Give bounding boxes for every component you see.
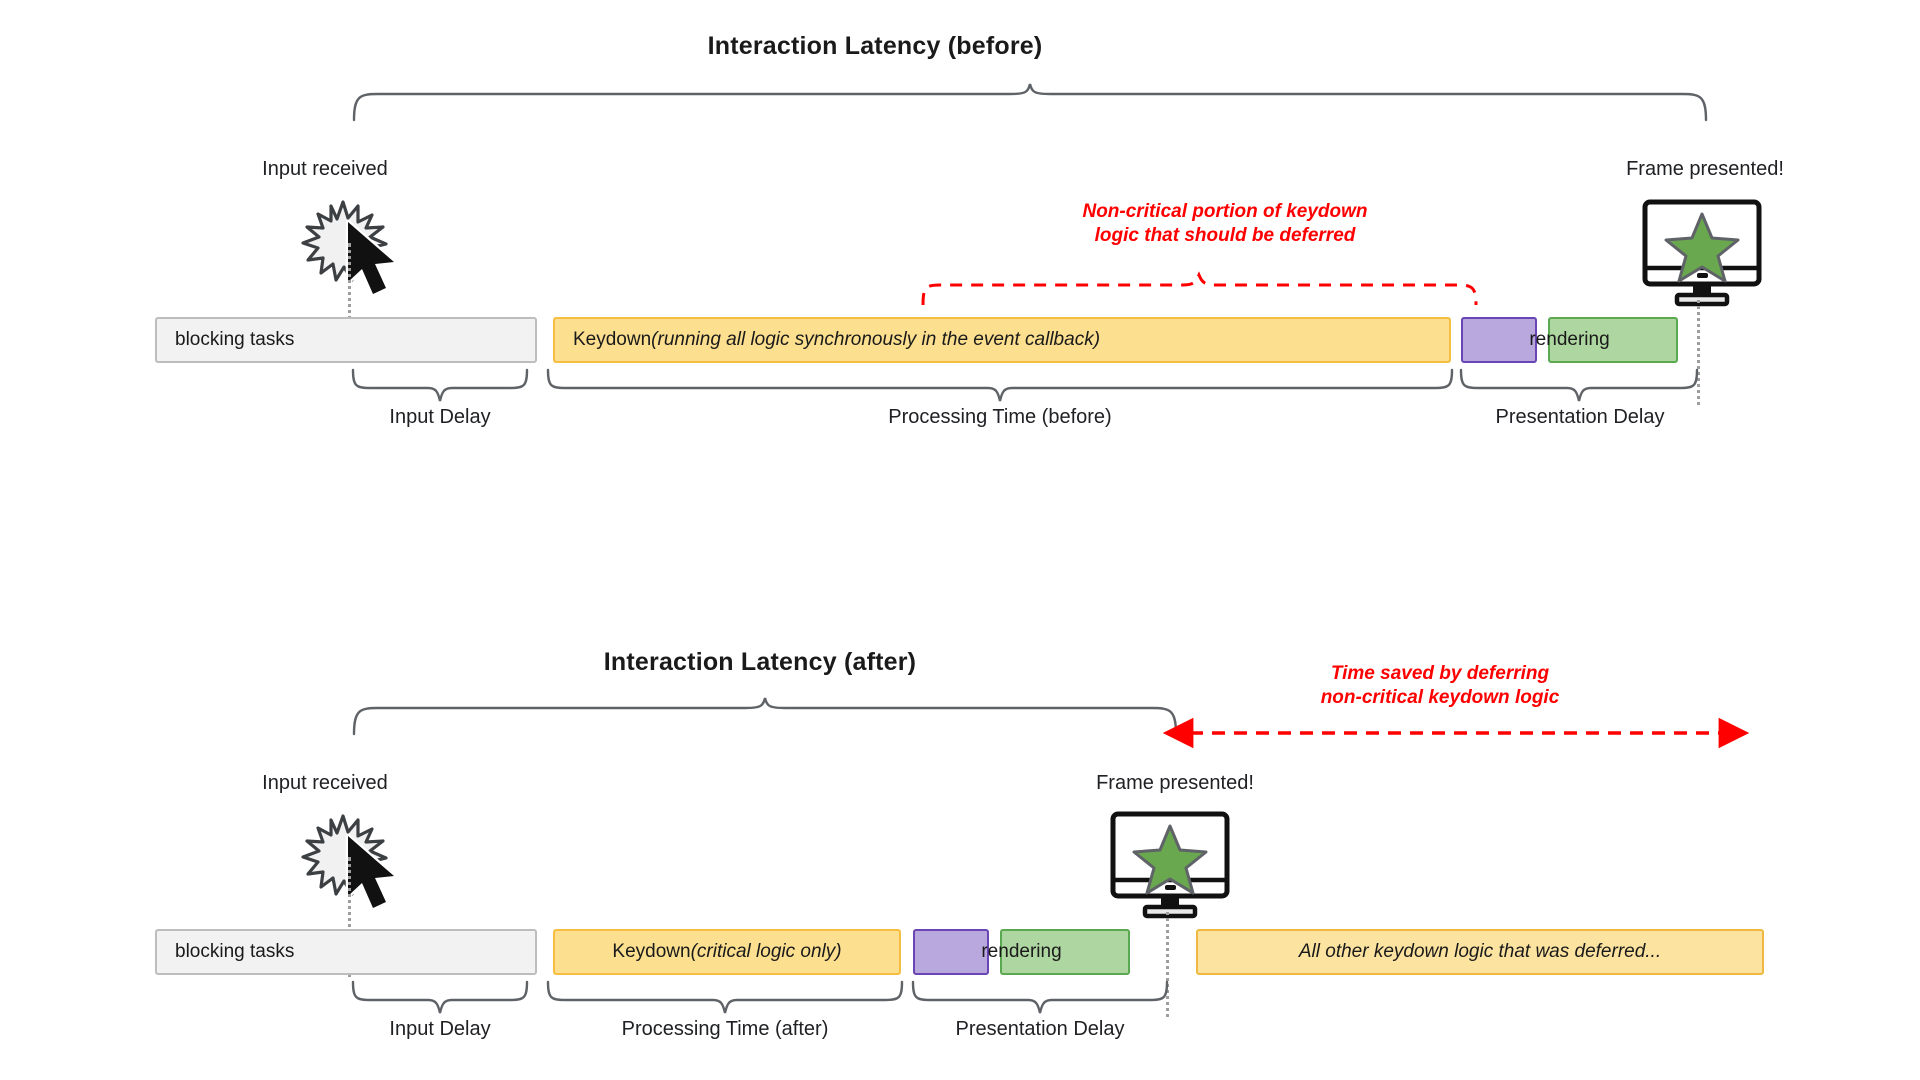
before-annotation-line2: logic that should be deferred	[1094, 225, 1356, 247]
after-annotation-line2: non-critical keydown logic	[1320, 687, 1560, 709]
before-rendering-label-wrap: rendering	[1461, 317, 1678, 363]
before-phase-label-processing-time: Processing Time (before)	[888, 406, 1112, 428]
after-phase-label-presentation-delay: Presentation Delay	[955, 1018, 1125, 1040]
before-noncritical-dashed-brace	[921, 271, 1478, 306]
after-frame-presented-label: Frame presented!	[1096, 772, 1254, 794]
before-bar-keydown-detail: (running all logic synchronously in the …	[651, 329, 1101, 350]
after-bar-keydown-detail: (critical logic only)	[690, 941, 842, 962]
after-time-saved-arrow	[1162, 717, 1750, 749]
before-brace-presentation-delay	[1459, 368, 1699, 402]
after-brace-processing-time	[546, 980, 904, 1014]
before-annotation: Non-critical portion of keydown logic th…	[975, 200, 1475, 249]
monitor-star-icon	[1642, 199, 1762, 307]
before-overall-brace	[352, 83, 1708, 122]
after-frame-dotted-line	[1166, 912, 1169, 1017]
after-annotation-line1: Time saved by deferring	[1330, 663, 1550, 684]
before-frame-presented-label: Frame presented!	[1626, 158, 1784, 180]
before-brace-processing-time	[546, 368, 1454, 402]
before-bar-keydown-label: Keydown	[573, 329, 652, 350]
after-bar-pre-render[interactable]	[913, 929, 989, 975]
before-section-title: Interaction Latency (before)	[707, 32, 1043, 60]
before-input-dotted-line	[348, 243, 351, 363]
after-phase-label-input-delay: Input Delay	[389, 1018, 491, 1040]
before-phase-label-presentation-delay: Presentation Delay	[1495, 406, 1665, 428]
before-bar-pre-render[interactable]	[1461, 317, 1537, 363]
before-brace-input-delay	[351, 368, 529, 402]
monitor-star-icon	[1110, 811, 1230, 919]
after-brace-input-delay	[351, 980, 529, 1014]
after-bar-render[interactable]	[1000, 929, 1130, 975]
after-rendering-label-wrap: rendering	[913, 929, 1130, 975]
before-bar-keydown[interactable]: Keydown (running all logic synchronously…	[553, 317, 1451, 363]
after-bar-keydown[interactable]: Keydown (critical logic only)	[553, 929, 901, 975]
after-bar-keydown-label: Keydown	[612, 941, 691, 962]
before-bar-blocking-tasks-label: blocking tasks	[175, 329, 295, 350]
after-bar-blocking-tasks[interactable]: blocking tasks	[155, 929, 537, 975]
after-annotation: Time saved by deferring non-critical key…	[1210, 662, 1670, 711]
before-annotation-line1: Non-critical portion of keydown	[1082, 201, 1368, 222]
after-input-received-label: Input received	[262, 772, 388, 794]
after-input-dotted-line	[348, 857, 351, 977]
before-phase-label-input-delay: Input Delay	[389, 406, 491, 428]
after-bar-blocking-tasks-label: blocking tasks	[175, 941, 295, 962]
after-phase-label-processing-time: Processing Time (after)	[621, 1018, 829, 1040]
after-bar-deferred-label: All other keydown logic that was deferre…	[1298, 941, 1662, 962]
before-rendering-label: rendering	[1529, 329, 1610, 350]
after-bar-deferred[interactable]: All other keydown logic that was deferre…	[1196, 929, 1764, 975]
after-section-title: Interaction Latency (after)	[603, 648, 917, 676]
before-frame-dotted-line	[1697, 300, 1700, 405]
after-rendering-label: rendering	[981, 941, 1062, 962]
before-bar-render[interactable]	[1548, 317, 1678, 363]
before-bar-blocking-tasks[interactable]: blocking tasks	[155, 317, 537, 363]
before-input-received-label: Input received	[262, 158, 388, 180]
after-brace-presentation-delay	[911, 980, 1169, 1014]
after-overall-brace	[352, 697, 1178, 736]
